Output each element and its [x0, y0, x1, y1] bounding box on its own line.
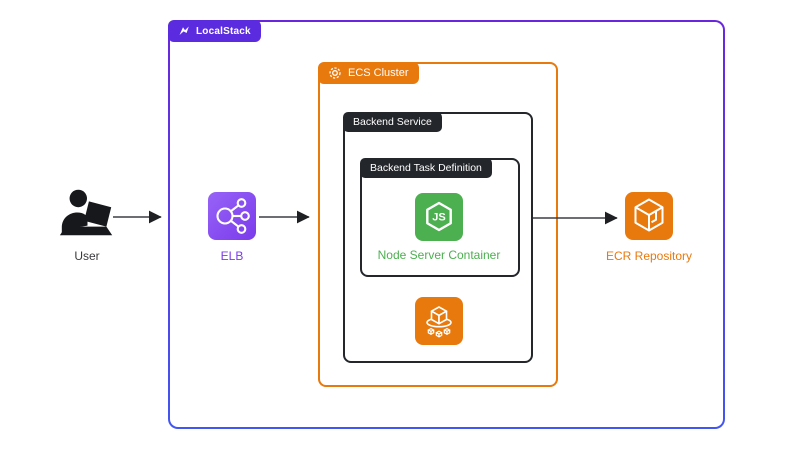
ecr-box-icon: [625, 192, 673, 240]
backend-service-badge: Backend Service: [343, 112, 442, 132]
ecs-cluster-container: [318, 62, 558, 387]
ecs-cluster-ring-icon: [329, 67, 341, 79]
node-server-container-label: Node Server Container: [377, 248, 501, 262]
user-laptop-icon: [59, 189, 113, 236]
user-label: User: [74, 249, 100, 263]
ecs-containers-icon: [415, 297, 463, 345]
nodejs-icon: JS: [415, 193, 463, 241]
ecr-repository-label: ECR Repository: [605, 249, 693, 263]
backend-task-definition-badge-label: Backend Task Definition: [370, 162, 482, 174]
elb-label: ELB: [220, 249, 244, 263]
localstack-badge: LocalStack: [168, 20, 261, 42]
ecs-cluster-badge-label: ECS Cluster: [348, 67, 409, 79]
load-balancer-icon: [208, 192, 256, 240]
ecs-cluster-badge: ECS Cluster: [318, 62, 419, 84]
backend-task-definition-badge: Backend Task Definition: [360, 158, 492, 178]
backend-service-badge-label: Backend Service: [353, 116, 432, 128]
svg-text:JS: JS: [432, 212, 445, 224]
localstack-badge-label: LocalStack: [196, 25, 251, 37]
localstack-logo-icon: [179, 26, 189, 35]
